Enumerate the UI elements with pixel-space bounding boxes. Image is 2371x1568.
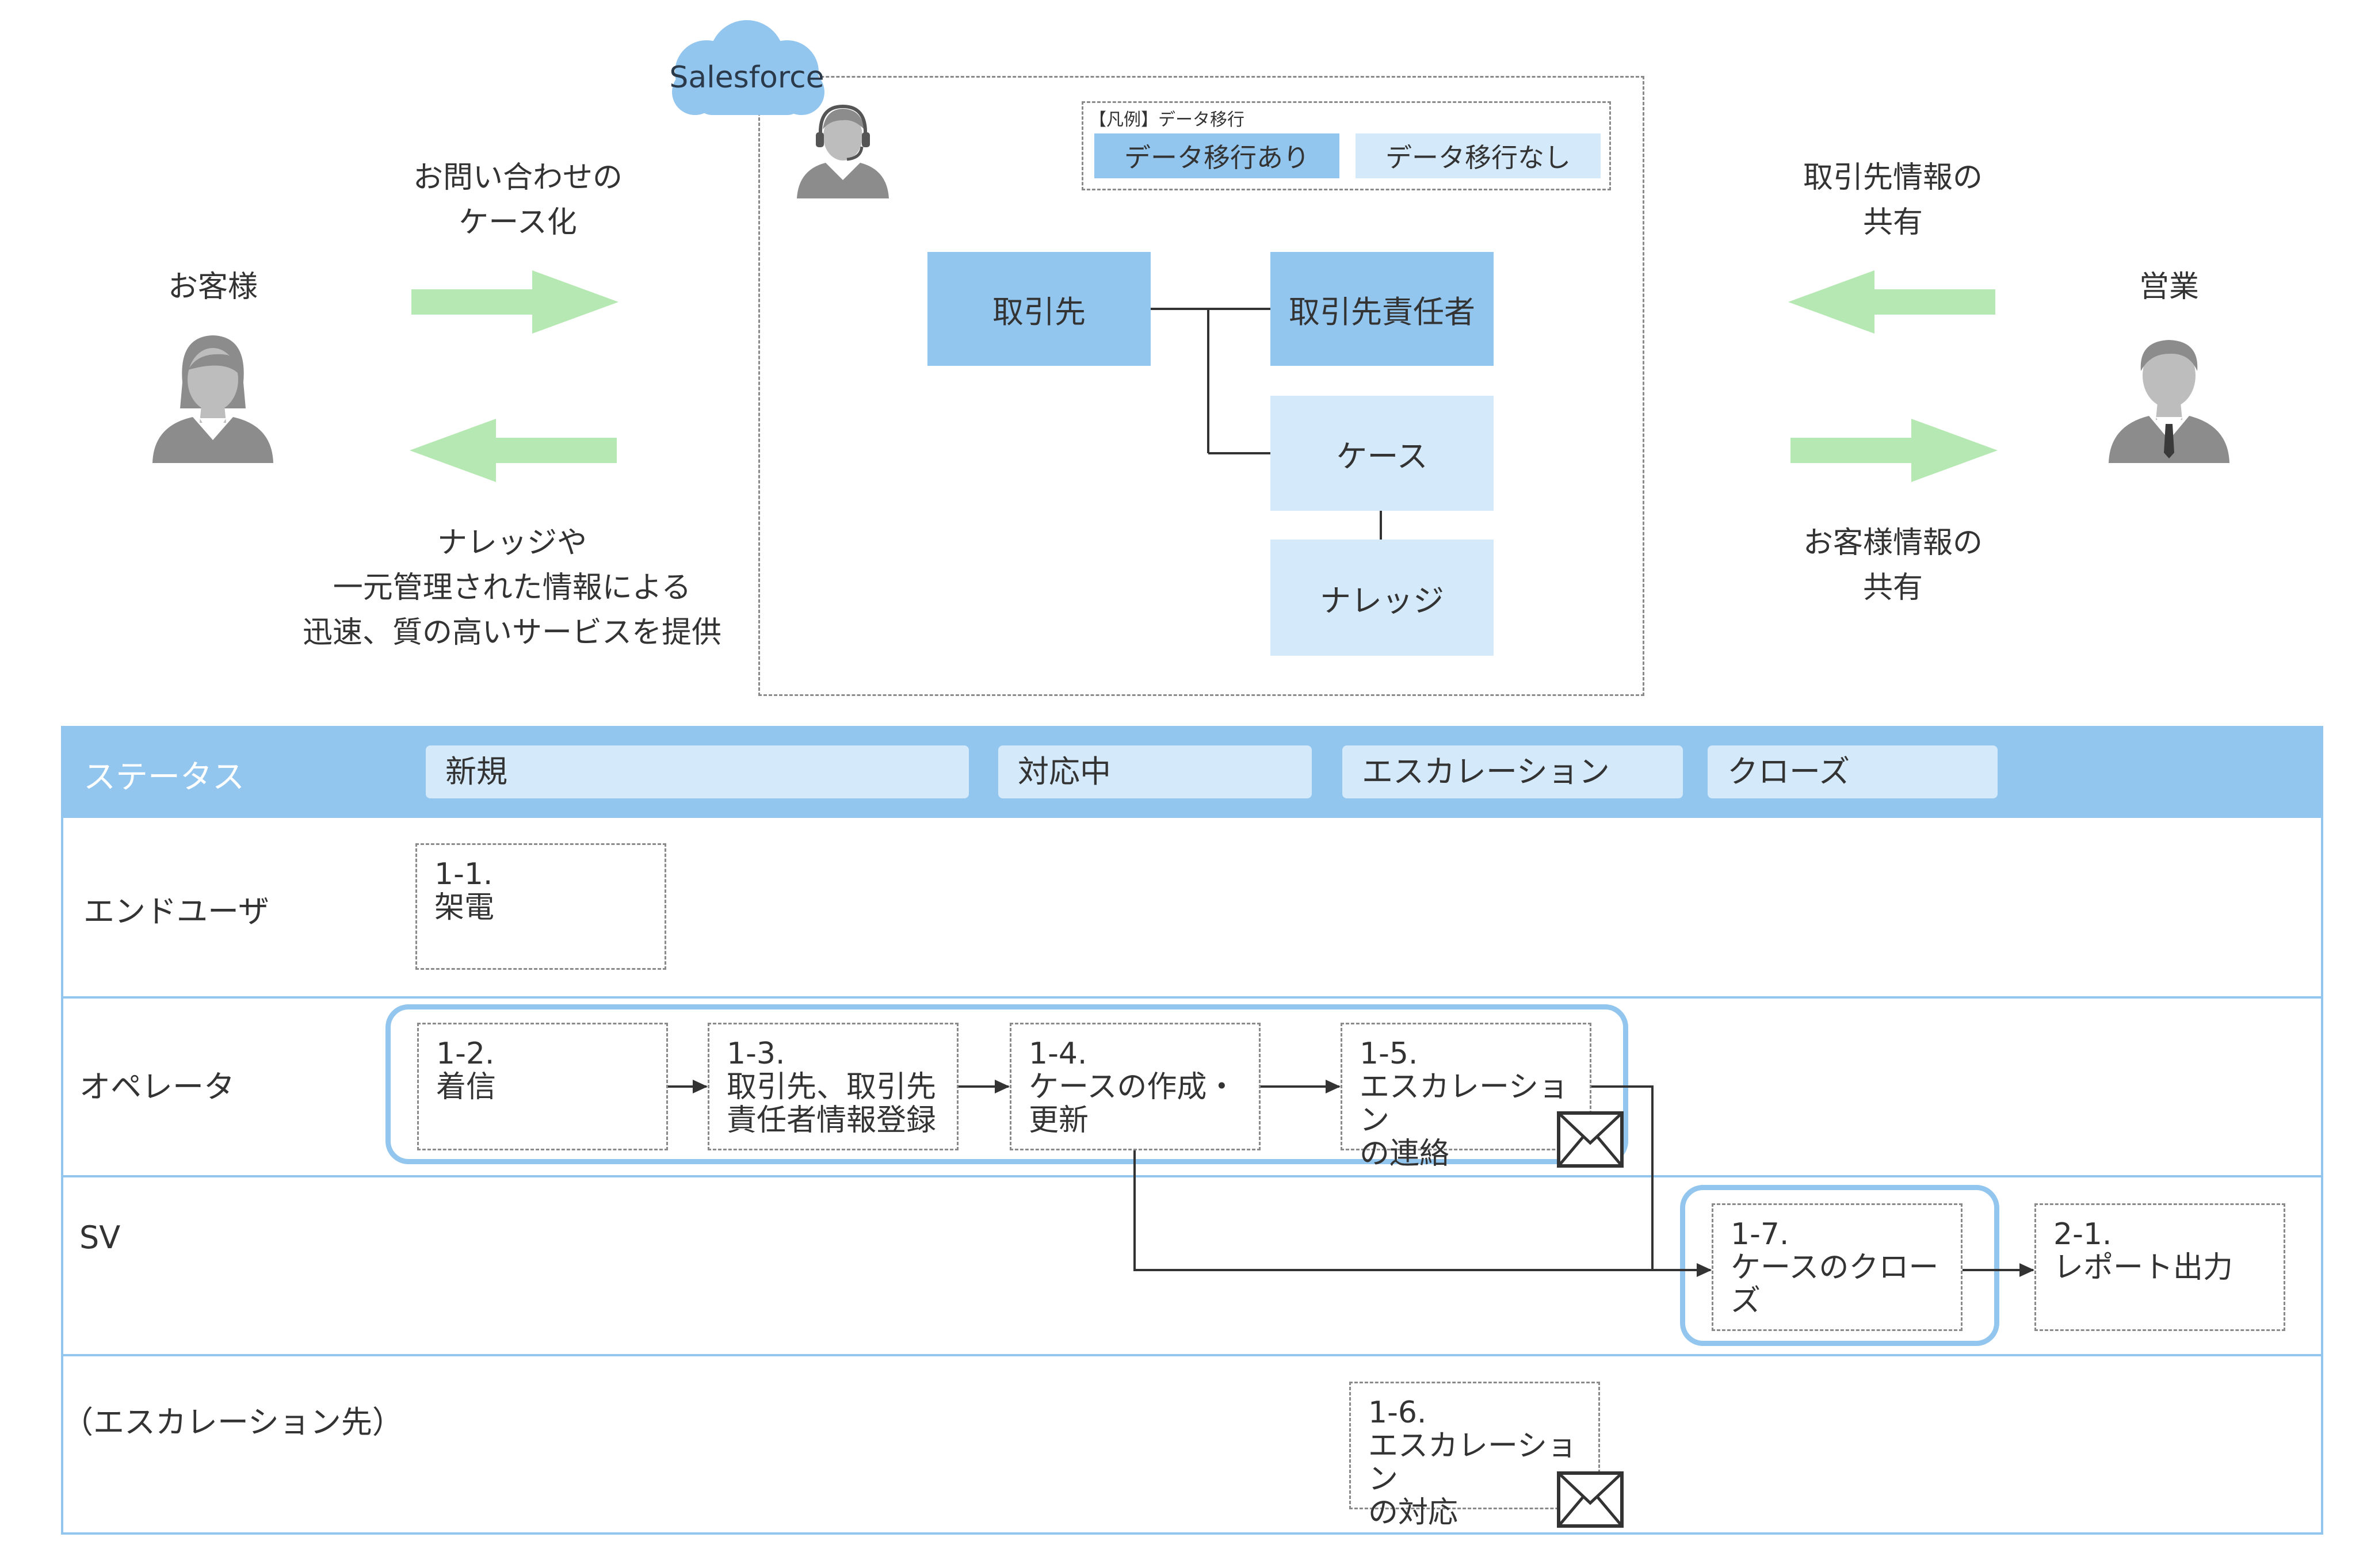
status-new: 新規: [426, 745, 969, 798]
step-1-2-receive: 1-2. 着信: [417, 1023, 668, 1150]
salesforce-container: [758, 76, 1644, 696]
lane-divider: [61, 1354, 2323, 1356]
arrow-left-to-customer: [410, 419, 617, 482]
entity-knowledge: ナレッジ: [1270, 540, 1494, 656]
sales-person-icon: [2109, 340, 2229, 463]
arrow-right-caption: お問い合わせの ケース化: [413, 160, 623, 240]
salesforce-label: Salesforce: [669, 60, 824, 95]
operator-highlight: [385, 1004, 1628, 1164]
step-1-5-escalation-contact: 1-5. エスカレーション の連絡: [1341, 1023, 1591, 1171]
lane-operator: オペレータ: [79, 1069, 235, 1105]
legend-box: [1082, 101, 1611, 190]
status-escalation: エスカレーション: [1342, 745, 1683, 798]
customer-person-icon: [152, 335, 273, 463]
entity-connectors: [1151, 308, 1382, 540]
entity-contact: 取引先責任者: [1270, 252, 1494, 366]
lane-escalation: （エスカレーション先）: [62, 1404, 403, 1440]
lane-end-user: エンドユーザ: [83, 893, 269, 930]
mail-icon: [1557, 1471, 1624, 1528]
mail-icon: [1557, 1111, 1624, 1168]
arrow-left-from-sales: [1788, 270, 1995, 334]
status-close: クローズ: [1708, 745, 1998, 798]
customer-label: お客様: [167, 270, 258, 304]
lane-divider: [61, 996, 2323, 999]
status-in-progress: 対応中: [998, 745, 1312, 798]
operator-headset-icon: [797, 104, 889, 198]
entity-case: ケース: [1270, 396, 1494, 511]
sales-label: 営業: [2139, 270, 2199, 304]
step-1-7-case-close: 1-7. ケースのクローズ: [1712, 1203, 1963, 1331]
legend-migrated: データ移行あり: [1094, 133, 1339, 178]
step-1-1-call: 1-1. 架電: [415, 843, 666, 970]
sales-bottom-caption: お客様情報の 共有: [1803, 526, 1983, 605]
lane-divider: [61, 1175, 2323, 1177]
legend-title: 【凡例】データ移行: [1089, 110, 1244, 130]
entity-account: 取引先: [927, 252, 1151, 366]
arrow-right-to-sales: [1790, 419, 1998, 482]
step-2-1-report: 2-1. レポート出力: [2034, 1203, 2285, 1331]
legend-not-migrated: データ移行なし: [1356, 133, 1601, 178]
status-header-label: ステータス: [83, 759, 245, 796]
step-1-3-register: 1-3. 取引先、取引先 責任者情報登録: [708, 1023, 959, 1150]
sales-top-caption: 取引先情報の 共有: [1803, 160, 1983, 240]
arrow-right-to-salesforce: [411, 270, 618, 334]
step-1-4-case-update: 1-4. ケースの作成・ 更新: [1010, 1023, 1261, 1150]
arrow-left-caption: ナレッジや 一元管理された情報による 迅速、質の高いサービスを提供: [302, 526, 721, 650]
lane-sv: SV: [79, 1219, 121, 1256]
close-highlight: [1680, 1185, 1999, 1346]
salesforce-cloud-icon: [672, 20, 824, 115]
